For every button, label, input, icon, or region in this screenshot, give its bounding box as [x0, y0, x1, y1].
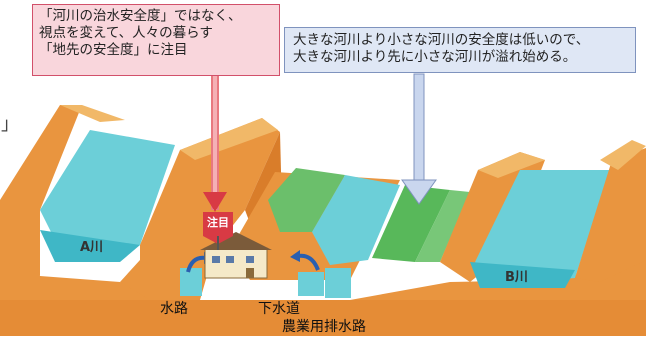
blue-down-arrow-icon [401, 73, 437, 205]
river-b-water [475, 170, 610, 285]
levee-a-left [0, 105, 82, 276]
levee-b-right [575, 148, 646, 282]
callout-left-line-1: 「河川の治水安全度」ではなく、 [39, 8, 242, 24]
sewer-channel [298, 272, 324, 296]
callout-small-river-safety: 大きな河川より小さな河川の安全度は低いので、 大きな河川より先に小さな河川が溢れ… [284, 27, 636, 73]
red-down-arrow-icon [203, 76, 227, 212]
river-a-label: A川 [80, 240, 104, 255]
flag-label: 注目 [207, 216, 229, 229]
levee-a-right [120, 118, 280, 300]
overflow-arrow-waterway [186, 255, 207, 273]
callout-left-line-2: 視点を変えて、人々の暮らす [39, 25, 213, 41]
field-left [268, 168, 345, 232]
farm-drain-channel [325, 268, 351, 298]
waterway-label: 水路 [160, 301, 188, 317]
field-right-2 [415, 190, 470, 262]
callout-local-safety: 「河川の治水安全度」ではなく、 視点を変えて、人々の暮らす 「地先の安全度」に注… [32, 4, 280, 76]
field-right-1 [372, 185, 450, 262]
house-icon [200, 232, 272, 279]
callout-right-line-2: 大きな河川より先に小さな河川が溢れ始める。 [293, 49, 577, 65]
flag-icon [203, 212, 233, 250]
middle-channel-water [312, 175, 400, 265]
overflow-arrow-sewer [297, 253, 320, 271]
river-b-label: B川 [505, 270, 528, 285]
edge-bracket: 」 [1, 114, 19, 135]
waterway-channel [180, 268, 202, 296]
callout-left-line-3: 「地先の安全度」に注目 [39, 42, 188, 58]
callout-right-line-1: 大きな河川より小さな河川の安全度は低いので、 [293, 32, 590, 48]
sewer-label: 下水道 [258, 301, 300, 317]
farm-drain-label: 農業用排水路 [282, 319, 366, 335]
river-a-water [40, 130, 175, 252]
